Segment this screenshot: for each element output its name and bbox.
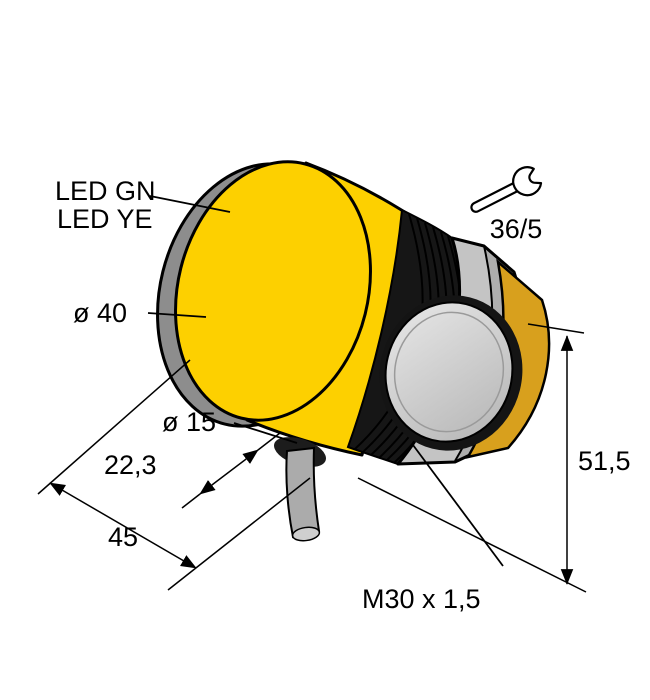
thread-spec-label: M30 x 1,5 xyxy=(362,584,481,614)
cable-end-cap xyxy=(291,526,321,542)
led-yellow-label: LED YE xyxy=(57,204,153,234)
dim-offset-label: 22,3 xyxy=(104,450,157,480)
lens-inner-ring xyxy=(393,311,505,433)
dim-22-3 xyxy=(181,432,281,509)
led-green-label: LED GN xyxy=(55,176,156,206)
wrench-rating-label: 36/5 xyxy=(490,214,543,244)
cable-diameter-leader xyxy=(233,422,298,444)
wrench-icon xyxy=(470,166,543,213)
dim-45 xyxy=(37,359,311,591)
face-diameter-label: ø 40 xyxy=(73,298,127,328)
thread-spec-leader xyxy=(412,444,504,567)
cable xyxy=(274,437,326,542)
dim-length-label: 45 xyxy=(108,522,138,552)
cable-diameter-label: ø 15 xyxy=(162,407,216,437)
face-diameter-leader xyxy=(147,312,207,318)
sensor-rear-face xyxy=(174,160,372,422)
lens-face xyxy=(384,301,514,443)
led-leader-line xyxy=(149,195,231,213)
dim-height-label: 51,5 xyxy=(578,446,631,476)
dim-51-5 xyxy=(357,323,587,593)
